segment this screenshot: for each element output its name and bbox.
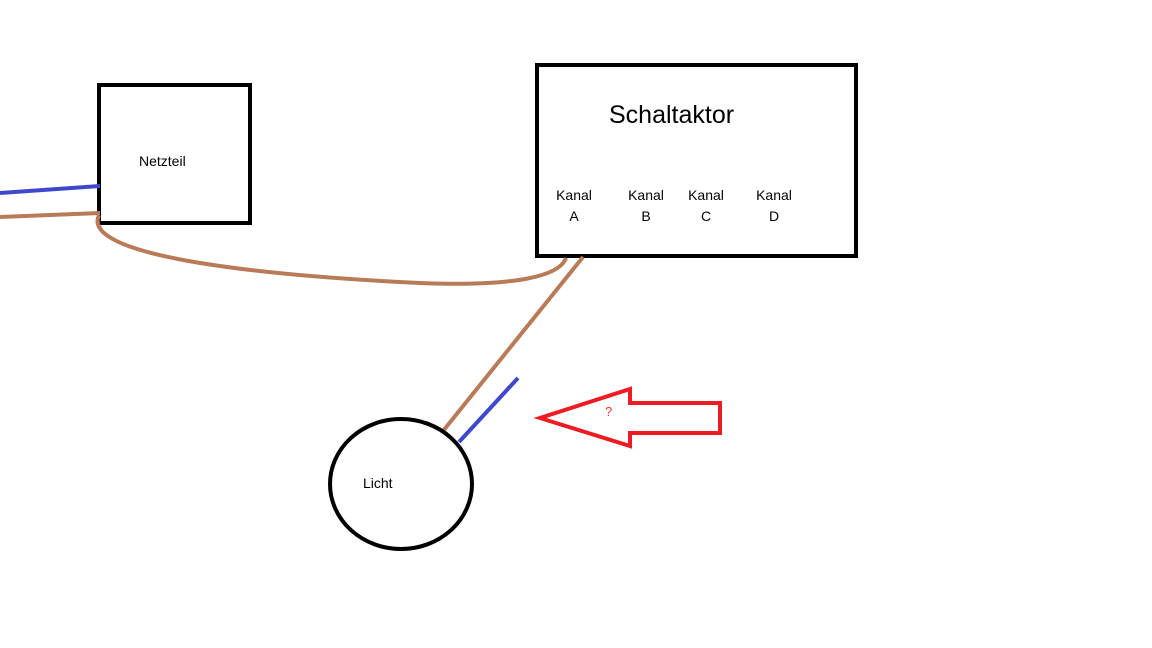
netzteil-label: Netzteil <box>139 153 186 169</box>
blue-wire-licht <box>457 376 520 444</box>
channel-word: Kanal <box>628 187 664 203</box>
channel-a-label: Kanal A <box>549 185 599 227</box>
channel-c-label: Kanal C <box>681 185 731 227</box>
channel-word: Kanal <box>688 187 724 203</box>
brown-wire-netzteil-to-schaltaktor <box>95 214 568 286</box>
channel-word: Kanal <box>556 187 592 203</box>
question-mark: ? <box>605 404 613 419</box>
channel-b-label: Kanal B <box>621 185 671 227</box>
schaltaktor-title: Schaltaktor <box>609 101 735 129</box>
netzteil-box <box>97 83 252 225</box>
channel-letter: B <box>641 208 651 224</box>
channel-letter: D <box>768 208 780 224</box>
channel-word: Kanal <box>756 187 792 203</box>
channel-letter: A <box>569 208 579 224</box>
channel-letter: C <box>700 208 712 224</box>
licht-label: Licht <box>363 475 393 491</box>
red-arrow <box>533 386 722 449</box>
brown-wire-input <box>0 211 101 219</box>
blue-wire-input <box>0 184 101 195</box>
licht-circle <box>328 417 474 551</box>
channel-d-label: Kanal D <box>749 185 799 227</box>
schaltaktor-box <box>535 63 858 258</box>
brown-wire-schaltaktor-to-licht <box>441 255 585 433</box>
